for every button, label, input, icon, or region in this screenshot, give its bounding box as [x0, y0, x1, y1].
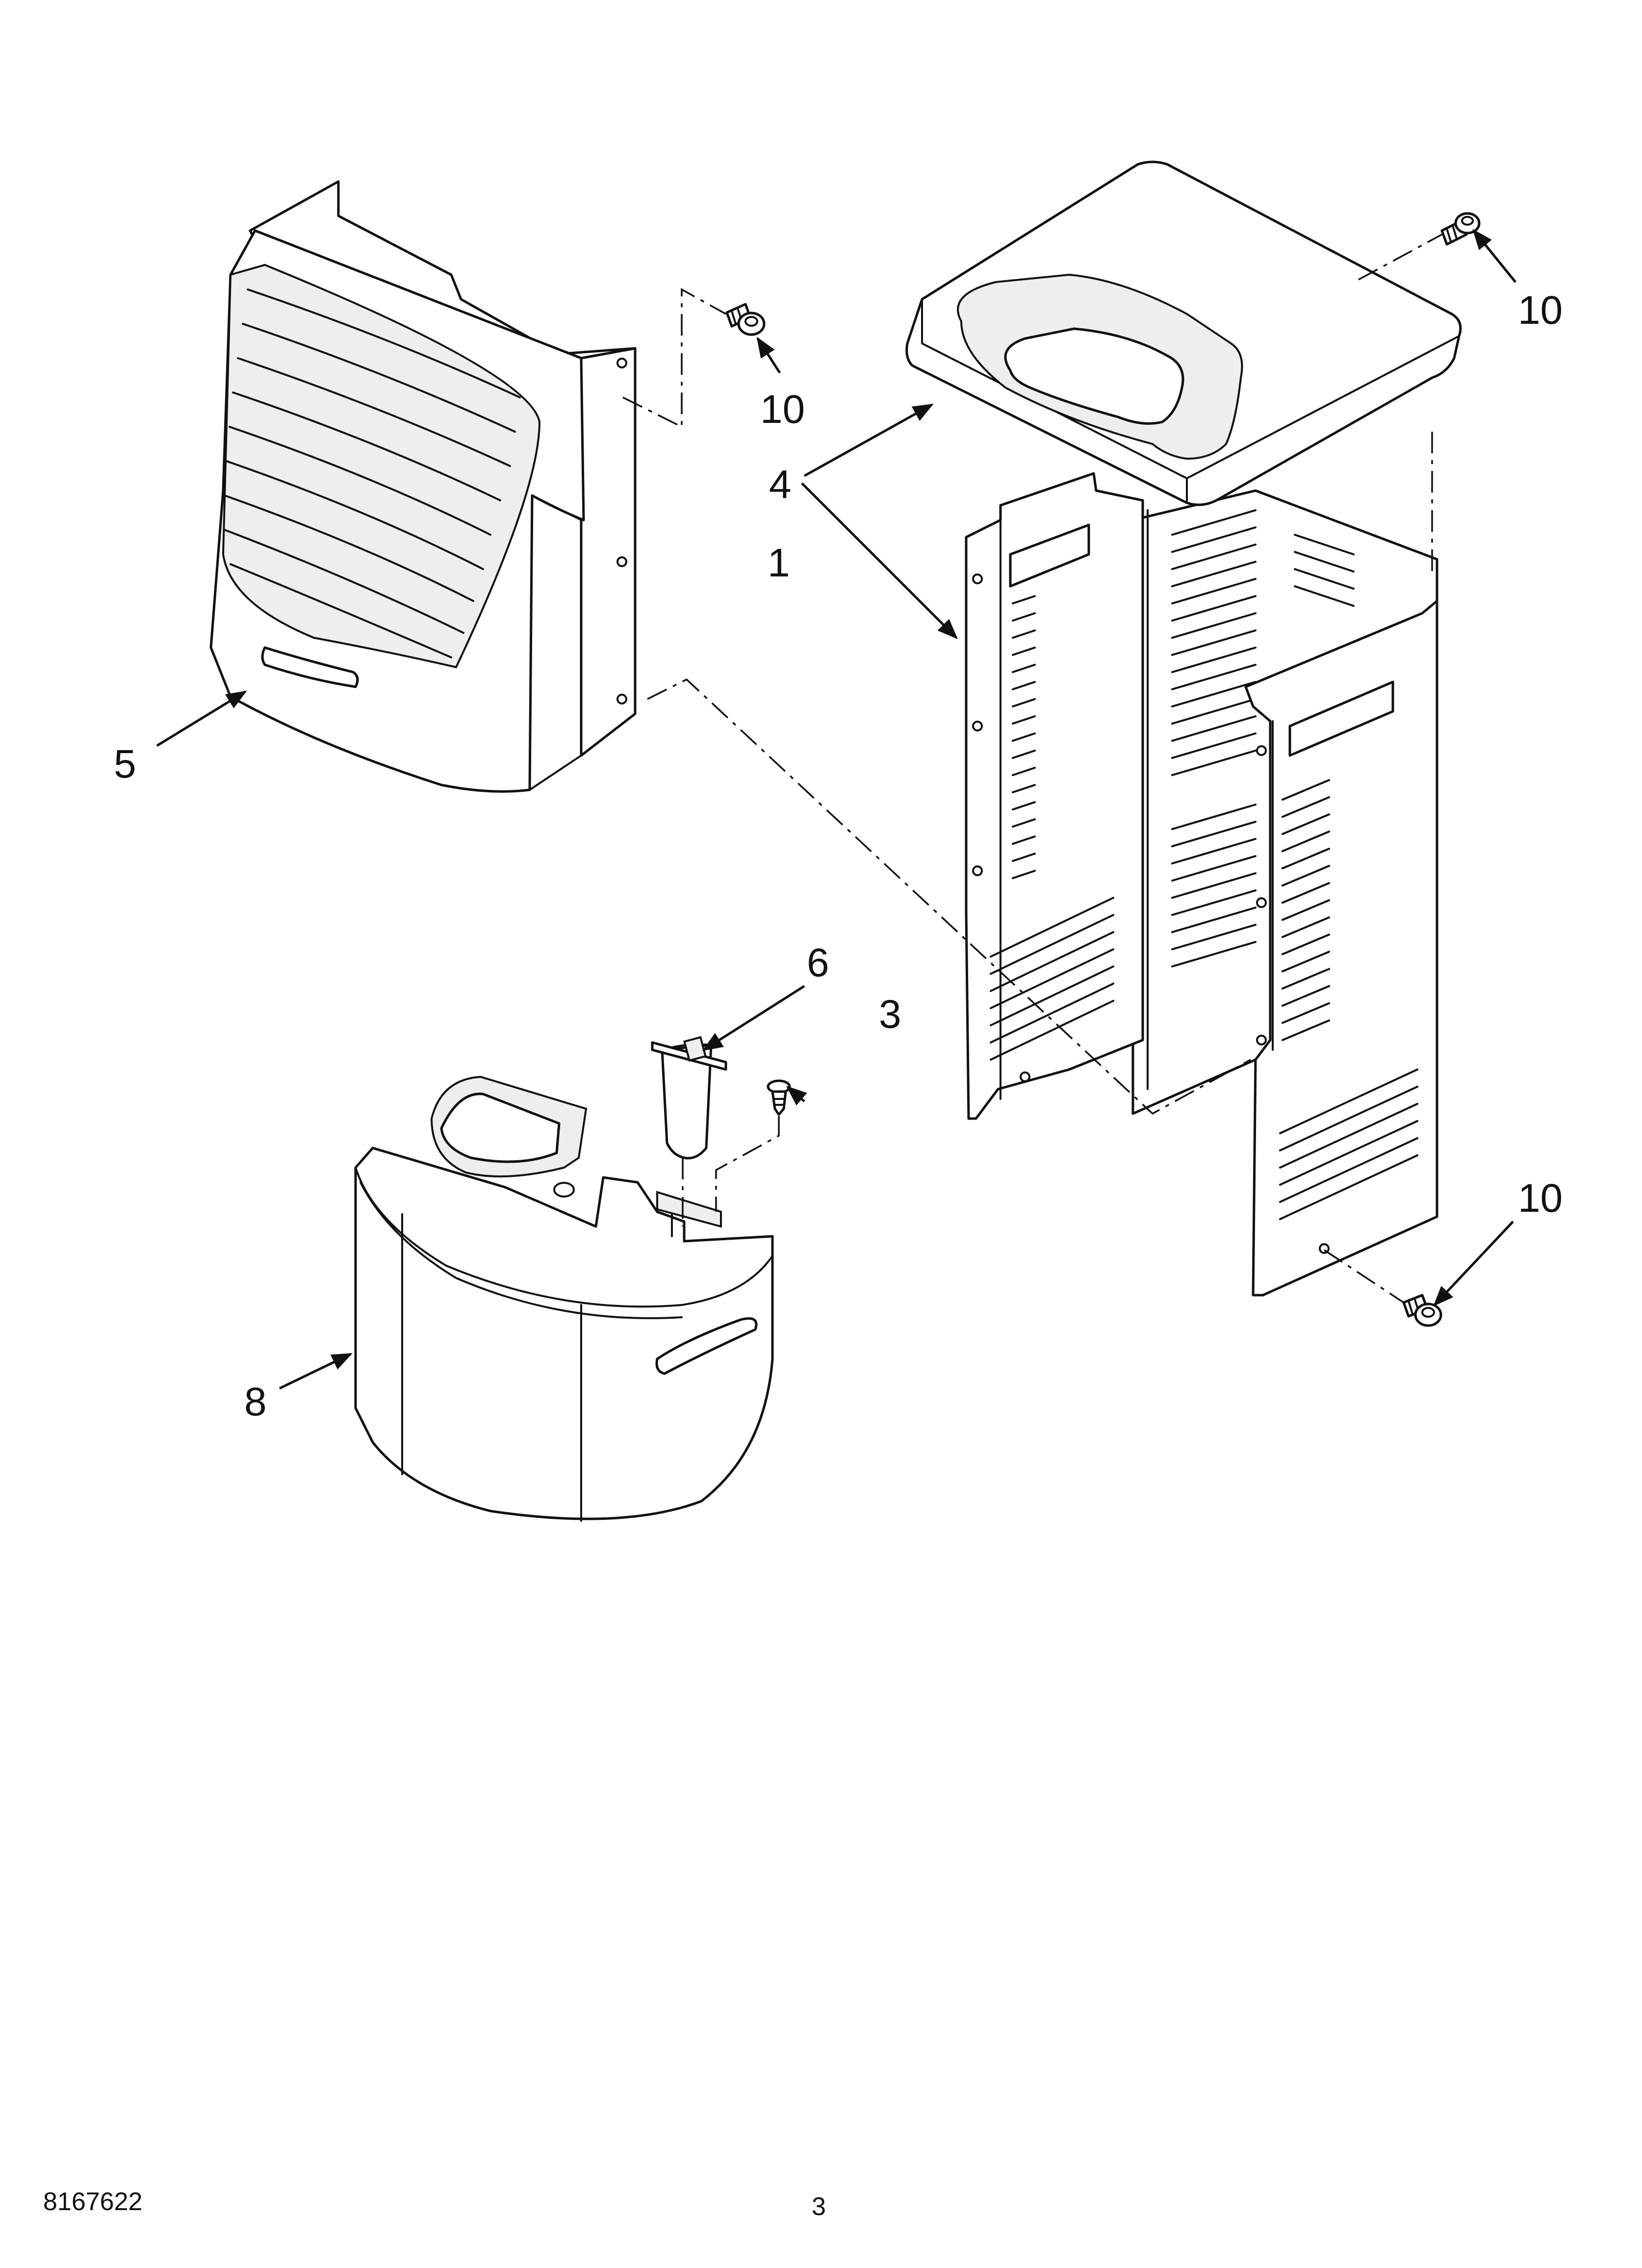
top-cover-part-4: [905, 160, 1462, 506]
callout-8: 8: [244, 1380, 267, 1424]
callout-5: 5: [114, 742, 136, 786]
water-bucket-part-8: [354, 1075, 774, 1522]
assembly-reference-lines: [622, 234, 1442, 1303]
front-grille-part-5: [209, 180, 637, 793]
callout-10-top-left: 10: [760, 387, 805, 432]
clip-part-3: [767, 1079, 791, 1116]
screw-part-10-c: [1402, 1294, 1442, 1327]
callout-6: 6: [807, 940, 829, 985]
cabinet-part-1: [965, 472, 1438, 1297]
callout-10-top-right: 10: [1518, 288, 1563, 333]
float-part-6: [651, 1036, 727, 1160]
callout-10-bottom-right: 10: [1518, 1176, 1563, 1221]
page-number: 3: [812, 2192, 826, 2221]
callout-leaders: [156, 229, 1516, 1390]
document-number: 8167622: [43, 2188, 142, 2216]
callout-labels: 1 3 4 5 6 8 10 10 10: [114, 288, 1563, 1424]
screw-part-10-a: [725, 303, 766, 336]
callout-3: 3: [879, 992, 901, 1037]
screw-part-10-b: [1440, 212, 1481, 246]
callout-4: 4: [769, 462, 792, 507]
callout-1: 1: [768, 541, 790, 585]
